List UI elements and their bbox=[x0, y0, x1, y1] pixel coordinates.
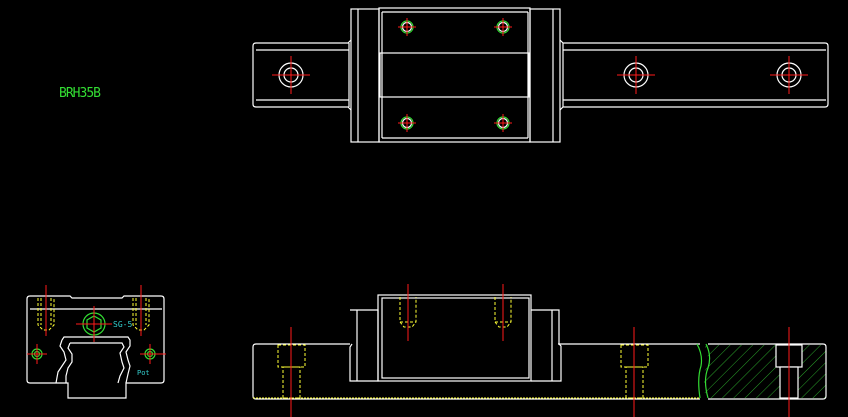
counterbore-hidden bbox=[277, 327, 306, 417]
top-view bbox=[252, 7, 829, 143]
part-label: BRH35B bbox=[59, 86, 101, 101]
rail-bolt-hole-icon bbox=[272, 56, 310, 94]
side-port-icon bbox=[140, 344, 166, 364]
mounting-hole-icon bbox=[494, 18, 512, 36]
grease-fitting-label: SG-5 bbox=[113, 320, 132, 329]
side-view bbox=[252, 284, 827, 417]
rail-bolt-hole-icon bbox=[617, 56, 655, 94]
end-seal-side-left bbox=[349, 309, 379, 382]
tapped-hole-hidden bbox=[494, 284, 512, 341]
rail-top-right bbox=[559, 39, 829, 111]
end-view: SG-5 Pot bbox=[26, 285, 166, 399]
end-seal-left bbox=[350, 8, 380, 143]
tapped-hole-hidden bbox=[132, 285, 150, 336]
carriage-body-top bbox=[378, 7, 531, 143]
mounting-hole-icon bbox=[398, 18, 416, 36]
port-label: Pot bbox=[137, 369, 150, 377]
tapped-hole-hidden bbox=[399, 284, 417, 341]
counterbore-hidden bbox=[620, 327, 649, 417]
mounting-hole-icon bbox=[398, 114, 416, 132]
end-seal-right bbox=[529, 8, 561, 143]
side-port-icon bbox=[27, 344, 47, 364]
mounting-hole-icon bbox=[494, 114, 512, 132]
rail-bolt-hole-icon bbox=[770, 56, 808, 94]
grease-nipple-icon bbox=[76, 306, 112, 342]
end-seal-side-right bbox=[531, 309, 562, 382]
rail-top-left bbox=[252, 39, 352, 111]
tapped-hole-hidden bbox=[37, 285, 55, 336]
